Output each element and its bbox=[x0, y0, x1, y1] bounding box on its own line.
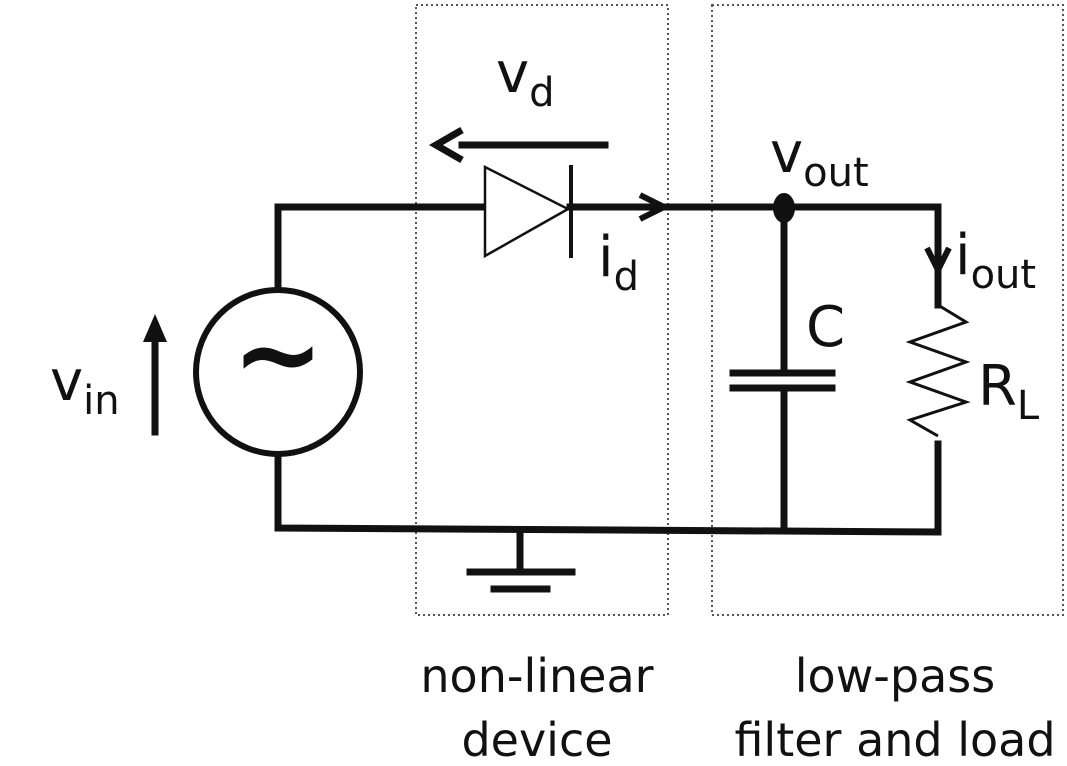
capacitor-label: C bbox=[806, 295, 845, 360]
diode-icon bbox=[483, 164, 571, 259]
id-arrow-icon bbox=[638, 192, 671, 222]
vd-label: vd bbox=[496, 41, 555, 116]
filter-load-box bbox=[711, 4, 1064, 616]
ac-source-icon bbox=[193, 287, 363, 457]
ground-return-wire bbox=[274, 451, 942, 536]
vin-label: vin bbox=[50, 349, 120, 424]
vin-arrow-icon bbox=[143, 314, 167, 342]
vd-arrow-icon bbox=[428, 126, 464, 164]
nonlinear-caption-line2: device bbox=[461, 713, 612, 766]
iout-label: iout bbox=[955, 223, 1036, 298]
resistor-icon bbox=[905, 303, 971, 438]
ac-source-symbol: ~ bbox=[232, 290, 324, 418]
filter-caption-line1: low-pass bbox=[795, 649, 995, 703]
filter-caption-line2: filter and load bbox=[734, 713, 1055, 766]
id-label: id bbox=[598, 225, 639, 300]
nonlinear-device-box bbox=[415, 4, 669, 616]
resistor-label: RL bbox=[978, 354, 1040, 429]
vout-label: vout bbox=[770, 121, 869, 196]
source-top-wire bbox=[274, 203, 489, 294]
nonlinear-caption-line1: non-linear bbox=[420, 649, 653, 703]
iout-arrow-icon bbox=[924, 246, 952, 277]
